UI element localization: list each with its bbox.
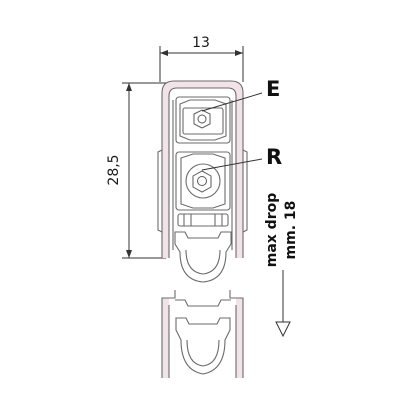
upper-mechanism-block bbox=[175, 96, 231, 144]
height-dimension-value: 28,5 bbox=[106, 154, 122, 185]
aluminium-profile bbox=[157, 80, 248, 258]
height-dimension: 28,5 bbox=[106, 82, 166, 259]
label-e-callout: E bbox=[201, 77, 280, 112]
drop-direction-arrow bbox=[275, 270, 291, 338]
label-r: R bbox=[266, 145, 282, 169]
width-dimension-value: 13 bbox=[192, 35, 210, 51]
max-drop-line-2: mm. 18 bbox=[283, 201, 299, 260]
lower-mechanism-block bbox=[175, 151, 231, 211]
rubber-seal-retracted bbox=[174, 231, 232, 283]
dropped-position-outline bbox=[161, 290, 244, 378]
width-dimension: 13 bbox=[159, 35, 244, 82]
label-e: E bbox=[266, 77, 280, 101]
label-r-callout: R bbox=[201, 145, 282, 171]
max-drop-line-1: max drop bbox=[264, 193, 280, 268]
guide-strip bbox=[177, 213, 229, 227]
max-drop-note: max drop mm. 18 bbox=[264, 193, 299, 268]
